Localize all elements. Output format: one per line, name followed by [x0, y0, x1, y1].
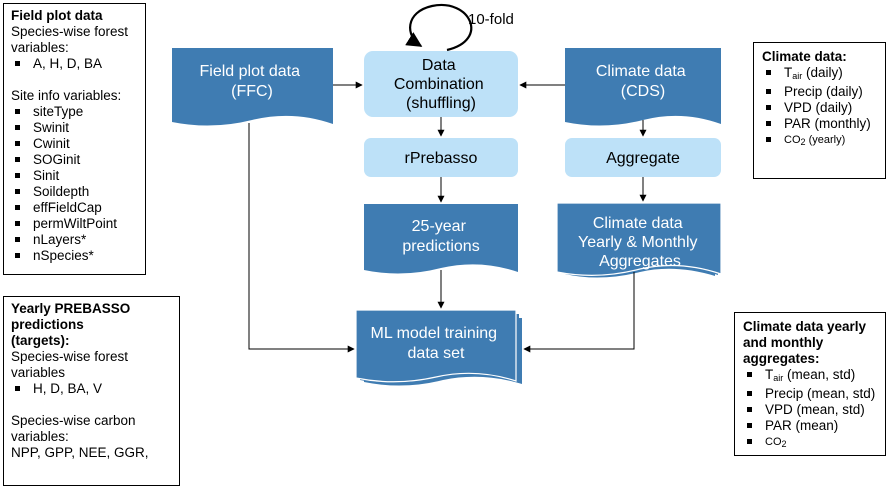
node-climate-data: Climate data (CDS) — [565, 48, 721, 126]
list-item-tair: Tair (daily) — [762, 65, 877, 84]
node-data-combination: Data Combination (shuffling) — [364, 51, 518, 117]
field-plot-line-1: Field plot data — [200, 63, 301, 80]
prebasso-title-2: predictions — [11, 317, 84, 332]
carbon-variables: NPP, GPP, NEE, GGR, — [11, 445, 149, 460]
svg-text:Climate data Yearly & Mo: Climate data Yearly & Monthly Aggregates — [578, 215, 702, 270]
list-item-co2: CO2 — [743, 434, 877, 452]
list-item: VPD (mean, std) — [743, 402, 877, 418]
predictions-line-1: 25-year — [412, 218, 467, 235]
tair-rest: (daily) — [802, 65, 843, 80]
climate-agg-line-1: Climate data — [593, 215, 683, 232]
climate-agg-title-1: Climate data yearly — [743, 319, 867, 334]
loop-arrow: 10-fold — [405, 3, 514, 52]
list-item: Sinit — [11, 168, 138, 184]
node-predictions: 25-year predictions — [364, 204, 518, 274]
node-ml-training: ML model training data set — [355, 309, 522, 386]
climate-panel-title: Climate data: — [762, 49, 847, 64]
svg-text:Climate data (CDS): Climate data (CDS) — [596, 63, 690, 100]
ml-training-line-2: data set — [408, 345, 465, 362]
list-item: Swinit — [11, 120, 138, 136]
panel-climate-aggregates: Climate data yearly and monthly aggregat… — [734, 312, 886, 456]
data-combination-line-2: Combination — [394, 76, 484, 93]
svg-text:Field plot data (FFC): Field plot data (FFC) — [200, 63, 305, 100]
panel-climate-data: Climate data: Tair (daily) Precip (daily… — [753, 42, 886, 179]
co2-subscript: 2 — [781, 439, 787, 449]
prebasso-title-1: Yearly PREBASSO — [11, 301, 131, 316]
list-item: nSpecies* — [11, 248, 138, 264]
tair-subscript: air — [792, 71, 803, 81]
list-item: A, H, D, BA — [11, 56, 138, 72]
climate-agg-title-2: and monthly — [743, 335, 824, 350]
climate-variable-list: Tair (daily) Precip (daily) VPD (daily) … — [762, 65, 877, 150]
co2-rest: (yearly) — [805, 134, 846, 146]
co2-symbol: CO — [765, 436, 782, 448]
list-item: nLayers* — [11, 232, 138, 248]
arrow-aggregates-to-ml — [523, 272, 635, 353]
carbon-heading-2: variables: — [11, 429, 69, 444]
node-field-plot-data: Field plot data (FFC) — [172, 48, 333, 126]
forest-variable-list: A, H, D, BA — [11, 56, 138, 72]
site-variable-list: siteType Swinit Cwinit SOGinit Sinit Soi… — [11, 104, 138, 264]
list-item: Cwinit — [11, 136, 138, 152]
arrow-field-to-ml — [248, 123, 355, 353]
prebasso-forest-list: H, D, BA, V — [11, 381, 172, 397]
panel-prebasso-predictions: Yearly PREBASSO predictions (targets): S… — [3, 296, 180, 486]
svg-text:Data Combination (: Data Combination (shuffling) — [394, 57, 488, 112]
rprebasso-label: rPrebasso — [405, 150, 478, 167]
list-item: PAR (mean) — [743, 418, 877, 434]
tair-symbol: T — [784, 65, 793, 80]
list-item: Precip (daily) — [762, 84, 877, 100]
site-info-heading: Site info variables: — [11, 88, 122, 103]
node-climate-aggregates: Climate data Yearly & Monthly Aggregates — [556, 202, 722, 278]
list-item: PAR (monthly) — [762, 116, 877, 132]
co2-symbol: CO — [784, 134, 801, 146]
connectors — [248, 81, 647, 353]
climate-aggregate-list: Tair (mean, std) Precip (mean, std) VPD … — [743, 367, 877, 452]
carbon-heading-1: Species-wise carbon — [11, 413, 136, 428]
predictions-line-2: predictions — [402, 238, 479, 255]
panel-field-plot-title: Field plot data — [11, 8, 103, 23]
aggregate-label: Aggregate — [606, 150, 680, 167]
panel-field-plot-subtitle: Species-wise forest — [11, 24, 129, 39]
prebasso-subtitle: Species-wise forest — [11, 349, 129, 364]
climate-agg-line-3: Aggregates — [599, 253, 681, 270]
climate-data-line-1: Climate data — [596, 63, 686, 80]
list-item-co2: CO2 (yearly) — [762, 132, 877, 150]
panel-field-plot-subtitle-2: variables: — [11, 40, 69, 55]
prebasso-subtitle-2: variables — [11, 365, 66, 380]
tair-subscript: air — [773, 373, 784, 383]
tair-rest: (mean, std) — [783, 367, 856, 382]
climate-agg-line-2: Yearly & Monthly — [578, 234, 697, 251]
list-item-tair: Tair (mean, std) — [743, 367, 877, 386]
svg-text:ML model training data s: ML model training data set — [370, 325, 501, 362]
ml-training-line-1: ML model training — [370, 325, 497, 342]
panel-field-plot-data: Field plot data Species-wise forest vari… — [3, 3, 146, 275]
list-item: siteType — [11, 104, 138, 120]
node-rprebasso: rPrebasso — [364, 138, 518, 177]
data-combination-line-3: (shuffling) — [406, 95, 476, 112]
field-plot-line-2: (FFC) — [231, 83, 273, 100]
loop-label: 10-fold — [468, 11, 514, 28]
list-item: Precip (mean, std) — [743, 386, 877, 402]
list-item: H, D, BA, V — [11, 381, 172, 397]
data-combination-line-1: Data — [422, 57, 456, 74]
node-aggregate: Aggregate — [565, 138, 721, 177]
co2-subscript: 2 — [800, 137, 806, 147]
climate-agg-title-3: aggregates: — [743, 351, 820, 366]
list-item: effFieldCap — [11, 200, 138, 216]
tair-symbol: T — [765, 367, 774, 382]
svg-text:25-year predictions: 25-year predictions — [402, 218, 479, 255]
climate-data-line-2: (CDS) — [621, 83, 665, 100]
list-item: VPD (daily) — [762, 100, 877, 116]
prebasso-title-3: (targets): — [11, 333, 70, 348]
list-item: permWiltPoint — [11, 216, 138, 232]
list-item: SOGinit — [11, 152, 138, 168]
list-item: Soildepth — [11, 184, 138, 200]
